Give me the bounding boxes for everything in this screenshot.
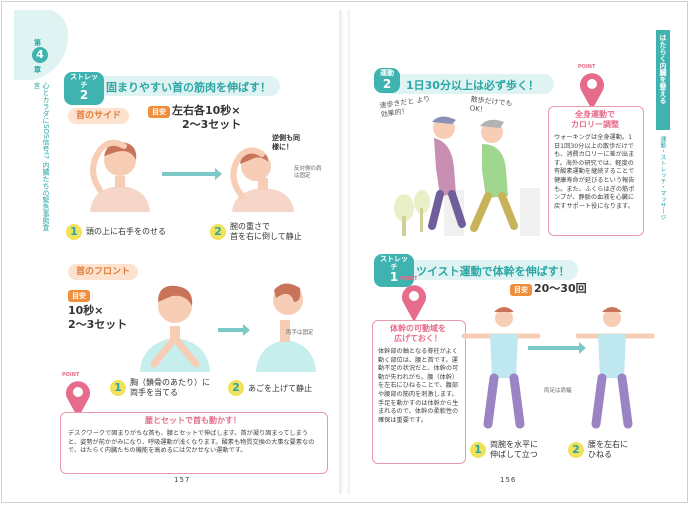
side-tab-subtext: 運動・ストレッチ・マッサージ <box>659 136 666 220</box>
section-tag: ストレッチ 2 <box>64 72 104 105</box>
point-box <box>60 412 328 474</box>
side-label: 首のサイド <box>68 108 130 124</box>
front-step1-number: 1 <box>110 380 126 396</box>
twist-note: 両足は肩幅 <box>544 388 572 394</box>
side-step2-line1: 腕の重さで <box>230 222 270 231</box>
front-note: 両手は固定 <box>286 330 314 336</box>
side-meyasu-badge: 目安 <box>148 106 170 118</box>
side-arrow <box>162 168 222 180</box>
twist-step1-line2: 伸ばして立つ <box>490 450 538 459</box>
chapter-side-title: 心とカラダにSOS信号!? 内臓たちの緊急事態宣言 <box>33 82 50 232</box>
right-page: はたらく内臓を整える 運動・ストレッチ・マッサージ 運動 2 1日30分以上は必… <box>350 10 676 494</box>
book-gutter <box>339 10 351 494</box>
point2-heading-line2: 広げておく！ <box>394 334 442 343</box>
point2-badge: POINT <box>400 276 418 282</box>
chapter-unit: 章 <box>34 66 41 74</box>
walk-tag: 運動 2 <box>374 68 400 93</box>
section-title: 固まりやすい首の筋肉を伸ばす！ <box>106 81 271 94</box>
front-step1-line1: 胸（鎖骨のあたり）に <box>130 378 210 387</box>
walk-title-bar <box>378 74 554 94</box>
twist-illustration <box>461 307 655 429</box>
point1-box <box>548 106 644 236</box>
side-step2-line2: 首を右に倒して静止 <box>230 232 302 241</box>
front-step2-number: 2 <box>228 380 244 396</box>
point1-heading-line2: カロリー調整 <box>571 120 619 129</box>
section-title-bar <box>66 76 280 96</box>
twist-tag-number: 1 <box>389 270 399 285</box>
twist-step1-line1: 両腕を水平に <box>490 440 538 449</box>
point2-pin-icon <box>402 285 426 322</box>
chapter-corner-decoration <box>14 10 69 80</box>
twist-step2-line2: ひねる <box>588 450 612 459</box>
side-step2-number: 2 <box>210 224 226 240</box>
point2-body: 体幹部の軸となる脊柱がよく動く部位は、腰と首です。運動不足の状況だと、体幹の可動… <box>378 348 459 424</box>
chapter-number: 4 <box>32 47 48 63</box>
side-step1-text: 頭の上に右手をのせる <box>86 227 166 236</box>
front-stretch-figure-1 <box>140 285 210 372</box>
twist-title-bar <box>382 260 578 280</box>
page-number-right: 156 <box>500 476 517 484</box>
point1-heading-line1: 全身運動で <box>575 110 615 119</box>
front-label: 首のフロント <box>68 264 139 280</box>
left-page: 第 4 章 心とカラダにSOS信号!? 内臓たちの緊急事態宣言 ストレッチ 2 … <box>14 10 340 494</box>
side-reps-line1: 左右各10秒× <box>172 104 241 117</box>
twist-meyasu-badge: 目安 <box>510 284 532 296</box>
page-number-left: 157 <box>174 476 191 484</box>
point-heading: 腰とセットで首も動かす！ <box>145 416 241 425</box>
front-reps-line2: 2～3セット <box>68 318 128 331</box>
point1-badge: POINT <box>578 64 596 70</box>
point-body: デスクワークで固まりがちな首も、腰とセットで伸ばします。首が凝り固まってしまうと… <box>68 430 315 455</box>
front-stretch-figure-2 <box>256 283 316 372</box>
walk-tag-number: 2 <box>382 76 392 91</box>
walk-tag-label: 運動 <box>380 69 394 77</box>
section-tag-number: 2 <box>79 88 89 103</box>
side-callout: 逆側も同様に！ <box>272 134 300 151</box>
twist-tag-label: ストレッチ <box>380 255 408 271</box>
point2-box <box>372 320 466 464</box>
section-tag-label: ストレッチ <box>70 73 98 89</box>
front-step1-line2: 両手を当てる <box>130 388 178 397</box>
twist-step1-number: 1 <box>470 442 486 458</box>
twist-step2-line1: 腰を左右に <box>588 440 628 449</box>
walk-title: 1日30分以上は必ず歩く！ <box>406 79 539 92</box>
side-reps-line2: 2～3セット <box>182 118 242 131</box>
chapter-label: 第 <box>34 39 41 47</box>
side-stretch-figure-2 <box>230 147 294 212</box>
side-stretch-figure-1 <box>90 139 150 212</box>
twist-tag: ストレッチ 1 <box>374 254 414 287</box>
twist-arrow <box>528 342 586 354</box>
twist-title: ツイスト運動で体幹を伸ばす！ <box>416 265 570 278</box>
front-meyasu-badge: 目安 <box>68 290 90 302</box>
twist-step2-number: 2 <box>568 442 584 458</box>
point1-body: ウォーキングは全身運動。1日1回30分以上の散歩だけでも、消費カロリーに差が出ま… <box>554 134 635 210</box>
point1-pin-icon <box>580 73 604 110</box>
front-reps-line1: 10秒× <box>68 304 104 317</box>
point-pin-icon <box>66 381 90 418</box>
side-step1-number: 1 <box>66 224 82 240</box>
side-tab-text: はたらく内臓を整える <box>659 34 667 104</box>
point2-heading-line1: 体幹の可動域を <box>390 324 446 333</box>
front-arrow <box>218 324 250 336</box>
point-badge: POINT <box>62 372 80 378</box>
front-step2-text: あごを上げて静止 <box>248 384 312 393</box>
side-tab <box>656 30 670 130</box>
walking-illustration <box>394 116 540 236</box>
twist-reps: 20～30回 <box>534 282 587 295</box>
side-note: 反対側の肩は固定 <box>294 166 322 179</box>
